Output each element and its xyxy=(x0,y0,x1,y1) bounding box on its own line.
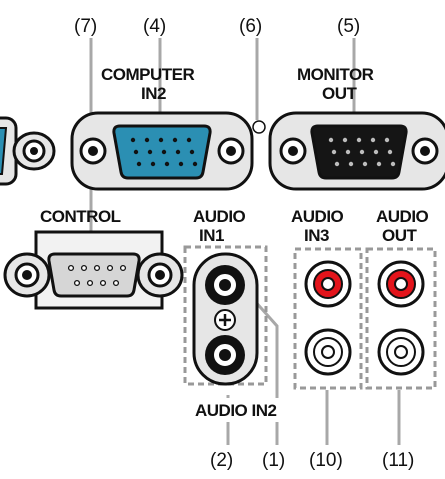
callout-6: (6) xyxy=(239,16,262,37)
audio-out-white-jack-center xyxy=(394,345,408,359)
computer-in2-label-line2: IN2 xyxy=(141,84,166,103)
monitor-out-label-line1: MONITOR xyxy=(297,65,374,84)
audio-in3-jacks xyxy=(304,260,352,376)
audio-in2-jack-center xyxy=(219,349,231,361)
control-label: CONTROL xyxy=(40,207,121,226)
audio-in3-white-jack-center xyxy=(321,345,335,359)
audio-out-label-line1: AUDIO xyxy=(376,207,429,226)
audio-in3-label-line2: IN3 xyxy=(304,226,329,245)
computer-in2-label-line1: COMPUTER xyxy=(101,65,195,84)
computer-in2-pins xyxy=(130,137,198,167)
control-port xyxy=(3,230,184,310)
audio-in1-label-line1: AUDIO xyxy=(193,207,246,226)
audio-out-label-line2: OUT xyxy=(382,226,418,245)
control-socket xyxy=(47,252,141,298)
indicator-hole xyxy=(252,120,266,134)
callout-7: (7) xyxy=(74,16,97,37)
audio-in-group-box xyxy=(183,245,268,386)
audio-in-plate xyxy=(192,252,259,386)
partial-connector-left xyxy=(0,116,56,186)
monitor-out-port xyxy=(268,111,445,191)
audio-out-jacks xyxy=(377,260,425,376)
audio-out-red-jack-center xyxy=(394,277,408,291)
audio-out-group-box xyxy=(365,247,437,390)
callout-1: (1) xyxy=(262,450,285,471)
screw-icon xyxy=(214,309,236,331)
callout-4: (4) xyxy=(143,16,166,37)
monitor-out-label-line2: OUT xyxy=(322,84,358,103)
computer-in2-port xyxy=(70,111,254,191)
control-pins xyxy=(67,264,127,287)
callout-11: (11) xyxy=(382,450,414,471)
callout-2: (2) xyxy=(210,450,233,471)
audio-in3-red-jack-center xyxy=(321,277,335,291)
audio-in1-jack-center xyxy=(219,279,231,291)
audio-in2-label-bg xyxy=(193,398,279,422)
callout-10: (10) xyxy=(309,450,343,471)
callout-5: (5) xyxy=(337,16,360,37)
audio-in3-label-line1: AUDIO xyxy=(291,207,344,226)
audio-in3-group-box xyxy=(293,247,363,390)
audio-in2-label: AUDIO IN2 xyxy=(195,401,277,420)
monitor-out-pins xyxy=(328,137,396,167)
audio-in1-label-line2: IN1 xyxy=(199,226,224,245)
